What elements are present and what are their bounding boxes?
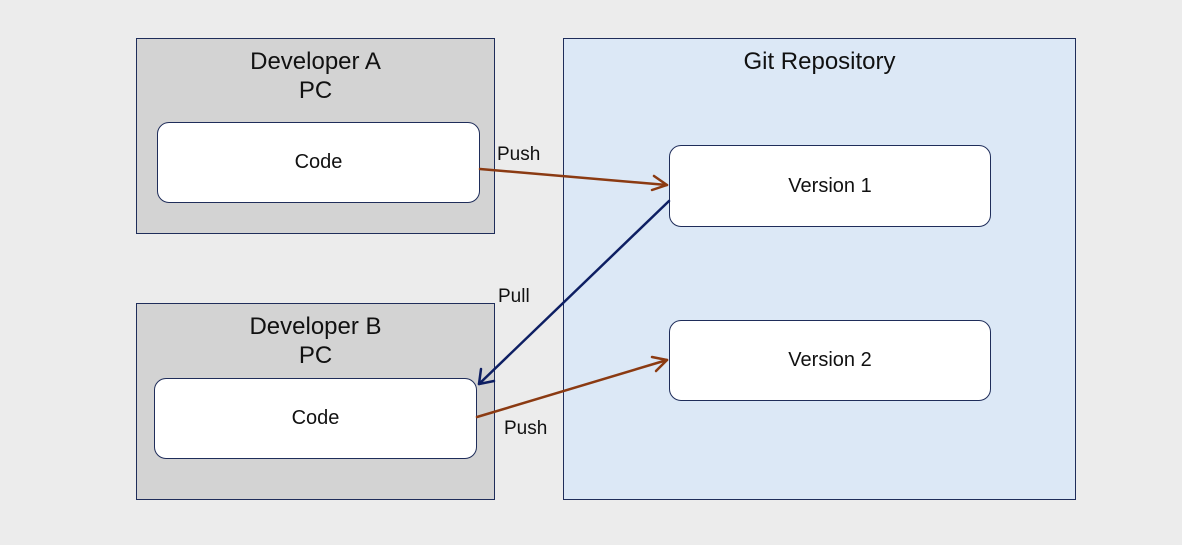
push-label-a: Push: [497, 144, 541, 165]
git-repository-title: Git Repository: [743, 48, 896, 75]
pull-label: Pull: [498, 286, 530, 307]
version-1-box: Version 1: [669, 145, 991, 227]
developer-b-code-label: Code: [291, 407, 340, 429]
developer-a-title-line2: PC: [298, 77, 333, 104]
developer-a-title-line1: Developer A: [250, 48, 381, 75]
version-2-label: Version 2: [788, 349, 872, 371]
developer-b-title: Developer B PC: [137, 312, 494, 370]
version-1-label: Version 1: [788, 174, 872, 197]
developer-b-title-line1: Developer B: [249, 313, 382, 340]
developer-b-code-box: Code: [154, 378, 477, 459]
developer-a-title: Developer A PC: [137, 47, 494, 105]
version-2-box: Version 2: [669, 320, 991, 401]
developer-b-title-line2: PC: [298, 342, 333, 369]
push-label-b: Push: [504, 418, 548, 439]
developer-a-code-box: Code: [157, 122, 480, 203]
git-repository: Git Repository: [563, 38, 1076, 500]
developer-a-code-label: Code: [294, 151, 343, 173]
